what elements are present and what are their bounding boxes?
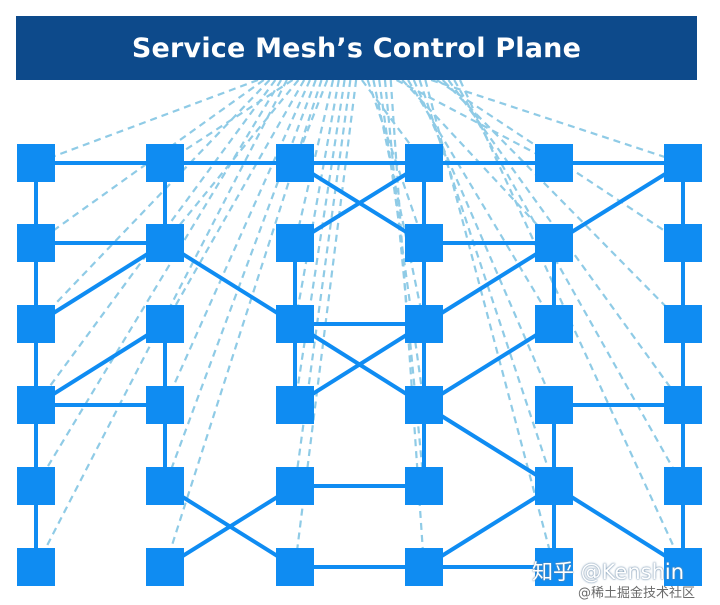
service-node-1-1 (146, 224, 184, 262)
banner-title: Service Mesh’s Control Plane (131, 32, 582, 64)
service-node-3-3 (405, 386, 443, 424)
control-link-4-3 (412, 79, 556, 406)
control-link-5-2 (441, 79, 684, 325)
control-link-0-2 (35, 79, 271, 325)
service-node-3-4 (405, 467, 443, 505)
control-link-2-3 (293, 79, 346, 406)
mesh-link-43 (163, 484, 297, 569)
service-node-5-5 (664, 548, 702, 586)
service-node-2-1 (276, 224, 314, 262)
mesh-link-24 (422, 241, 556, 326)
service-node-5-3 (664, 386, 702, 424)
mesh-link-40 (422, 403, 556, 488)
service-node-4-0 (535, 144, 573, 182)
control-link-2-2 (293, 79, 340, 325)
service-node-5-4 (664, 467, 702, 505)
control-link-5-0 (430, 78, 684, 165)
service-node-1-4 (146, 467, 184, 505)
control-link-2-1 (293, 79, 335, 244)
service-node-4-4 (535, 467, 573, 505)
service-node-4-3 (535, 386, 573, 424)
service-node-2-3 (276, 386, 314, 424)
mesh-link-36 (293, 322, 426, 407)
service-node-5-2 (664, 305, 702, 343)
control-link-0-1 (35, 79, 265, 244)
mesh-link-22 (163, 241, 297, 326)
control-link-0-3 (35, 79, 277, 406)
service-node-2-4 (276, 467, 314, 505)
control-link-0-0 (35, 78, 259, 165)
control-link-0-5 (35, 79, 288, 568)
service-node-0-1 (17, 224, 55, 262)
control-link-5-4 (453, 79, 684, 487)
service-node-0-2 (17, 305, 55, 343)
service-node-4-5 (535, 548, 573, 586)
control-link-3-4 (383, 79, 426, 487)
service-node-3-1 (405, 224, 443, 262)
service-node-5-0 (664, 144, 702, 182)
service-node-1-3 (146, 386, 184, 424)
service-node-5-1 (664, 224, 702, 262)
mesh-link-41 (552, 484, 685, 569)
service-node-0-5 (17, 548, 55, 586)
service-node-1-2 (146, 305, 184, 343)
control-link-3-3 (378, 79, 426, 406)
service-node-0-4 (17, 467, 55, 505)
control-link-1-2 (164, 79, 306, 325)
control-plane-banner: Service Mesh’s Control Plane (16, 16, 697, 80)
mesh-link-46 (422, 484, 556, 569)
service-node-2-5 (276, 548, 314, 586)
service-node-2-2 (276, 305, 314, 343)
mesh-link-12 (293, 161, 426, 245)
service-node-1-5 (146, 548, 184, 586)
mesh-link-19 (552, 161, 685, 245)
mesh-link-21 (34, 241, 167, 326)
service-node-0-0 (17, 144, 55, 182)
service-proxy-nodes (17, 144, 702, 586)
service-node-3-2 (405, 305, 443, 343)
mesh-link-38 (422, 322, 556, 407)
service-node-3-0 (405, 144, 443, 182)
watermark-juejin: @稀土掘金技术社区 (578, 586, 696, 601)
service-node-2-0 (276, 144, 314, 182)
control-link-1-0 (164, 79, 294, 164)
service-node-3-5 (405, 548, 443, 586)
service-node-1-0 (146, 144, 184, 182)
mesh-link-32 (34, 322, 167, 407)
control-link-5-3 (447, 79, 684, 406)
service-node-4-1 (535, 224, 573, 262)
watermark-zhihu: 知乎 @Kenshin (532, 560, 685, 584)
service-node-4-2 (535, 305, 573, 343)
control-link-4-0 (396, 79, 555, 164)
control-link-0-4 (35, 79, 283, 487)
service-node-0-3 (17, 386, 55, 424)
